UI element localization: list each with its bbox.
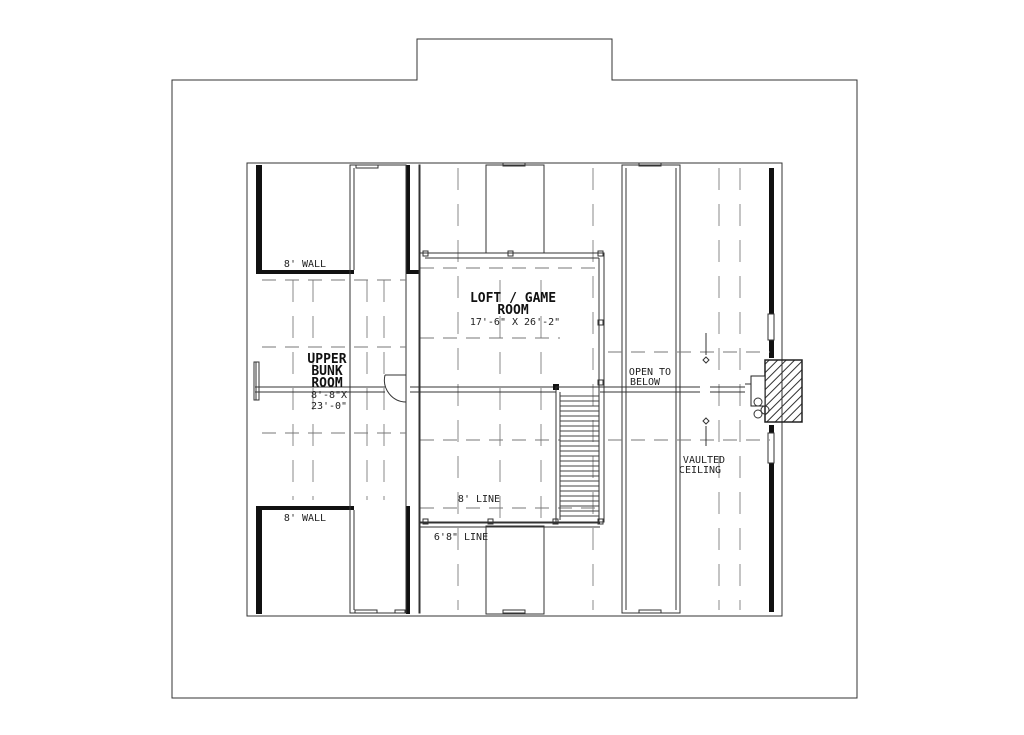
six-eight-line-label: 6'8" LINE [434, 532, 488, 543]
loft-dimensions: 17'-6" X 26'-2" [470, 317, 560, 328]
eight-foot-line-label: 8' LINE [458, 494, 500, 505]
dormer-bays [349, 162, 681, 615]
open-to-below-line1: OPEN TO [629, 367, 671, 378]
bunk-top-wall [259, 270, 354, 274]
right-windows [767, 313, 775, 464]
vaulted-ceiling-line2: CEILING [679, 465, 721, 476]
right-outer-wall-low [769, 425, 774, 433]
wall-label-top: 8' WALL [284, 259, 326, 270]
outer-outline [171, 38, 858, 699]
bunk-title-line1: UPPER [307, 352, 346, 367]
bunk-dimensions-line2: 23'-0" [311, 401, 347, 412]
bunk-door [383, 374, 407, 403]
vaulted-ceiling-line1: VAULTED [683, 455, 725, 466]
right-outer-wall-mid [769, 340, 774, 358]
bunk-title-line2: BUNK [311, 364, 342, 379]
bunk-right-wall-upper [406, 165, 410, 273]
bunk-title-line3: ROOM [311, 376, 342, 391]
loft-corner-wall [406, 270, 420, 274]
left-knee-wall-bottom [256, 506, 262, 614]
bunk-right-wall-lower [406, 506, 410, 614]
bunk-bottom-wall [259, 506, 354, 510]
open-to-below-line2: BELOW [630, 377, 661, 388]
right-outer-wall-top [769, 168, 774, 314]
bunk-window [253, 361, 260, 401]
chimney [745, 359, 803, 423]
loft-title-line2: ROOM [497, 303, 528, 318]
bunk-dimensions-line1: 8'-8"X [311, 390, 347, 401]
staircase [555, 386, 605, 523]
ridge-beam [255, 384, 745, 393]
ridge-markers [702, 333, 710, 446]
ceiling-lines [262, 267, 770, 509]
left-knee-wall-top [256, 165, 262, 274]
right-outer-wall-bottom [769, 463, 774, 612]
rafter-lines [292, 168, 741, 610]
wall-label-bottom: 8' WALL [284, 513, 326, 524]
loft-title-line1: LOFT / GAME [470, 291, 556, 306]
